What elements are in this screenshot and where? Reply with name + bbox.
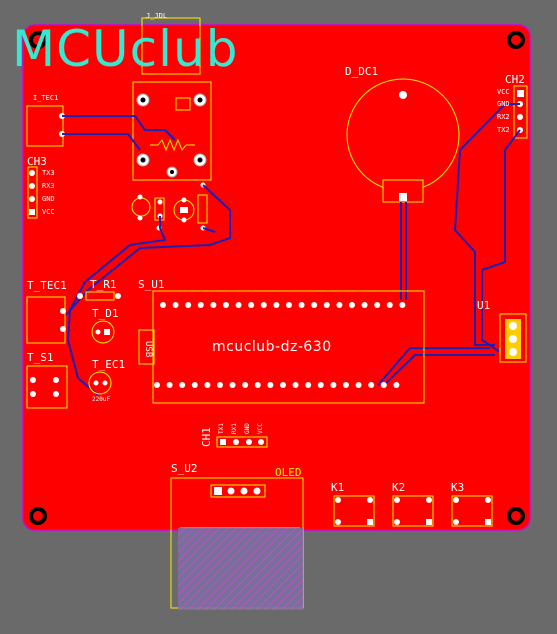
label-k1: K1 (331, 481, 345, 494)
label-t-ec1: T_EC1 (92, 358, 126, 371)
mcu-pin-top (260, 302, 267, 308)
connector-t-tec1 (26, 296, 66, 344)
mcu-module-s-u1 (138, 290, 425, 404)
mcu-pin-bottom (343, 382, 349, 388)
label-oled: OLED (275, 466, 302, 479)
mcu-pin-top (185, 302, 192, 308)
ch3-pin-1: TX3 (42, 169, 55, 177)
mcu-pin-top (311, 302, 318, 308)
label-ch3: CH3 (27, 155, 47, 168)
ch2-pin-4: TX2 (497, 126, 510, 134)
header-ch3 (27, 166, 38, 219)
switch-t-s1 (26, 365, 68, 409)
label-s-u1: S_U1 (138, 278, 165, 291)
header-ch1 (216, 436, 268, 448)
mcu-pin-top (160, 302, 166, 308)
label-i-tec1: I_TEC1 (33, 94, 59, 102)
mcu-pin-bottom (217, 382, 223, 388)
label-t-r1: T_R1 (90, 278, 117, 291)
ch1-pin-2: RX1 (231, 423, 238, 434)
ch3-pin-3: GND (42, 195, 55, 203)
ch3-pin-4: VCC (42, 208, 55, 216)
buttons-k (333, 495, 493, 527)
mcu-pin-bottom (280, 382, 286, 388)
buzzer-d-dc1 (346, 78, 460, 203)
ch3-pin-2: RX3 (42, 182, 55, 190)
label-ch1: CH1 (200, 427, 213, 447)
mcu-pin-bottom (191, 382, 198, 388)
mcu-pin-bottom (317, 382, 324, 388)
mcu-pin-bottom (380, 382, 387, 388)
traces (62, 103, 521, 396)
mcu-pin-top (210, 302, 217, 308)
mcu-pin-bottom (254, 382, 261, 388)
mcu-pin-top (286, 302, 292, 308)
label-t-tec1: T_TEC1 (27, 279, 67, 292)
diode-t-d1 (91, 320, 115, 344)
mcu-pin-top (386, 302, 393, 308)
label-usb: USB (143, 341, 153, 358)
mcu-pin-bottom (368, 382, 375, 388)
oled-s-u2 (170, 477, 304, 610)
mcu-pin-top (361, 302, 368, 308)
label-s-u2: S_U2 (171, 462, 198, 475)
mcu-pin-bottom (305, 382, 312, 388)
mcu-pin-top (399, 302, 406, 308)
ch2-pin-3: RX2 (497, 113, 510, 121)
label-t-s1: T_S1 (27, 351, 54, 364)
mcu-pin-top (197, 302, 204, 308)
mcu-pin-bottom (166, 382, 173, 388)
mcu-pin-top (298, 302, 305, 308)
brand-logo: MCUclub (12, 20, 239, 78)
label-d-dc1: D_DC1 (345, 65, 379, 78)
mcu-pin-bottom (242, 382, 249, 388)
label-cap-value: 220uF (92, 396, 111, 403)
ch1-pin-4: VCC (257, 423, 264, 434)
ch1-pin-3: GND (244, 423, 251, 434)
label-ch2: CH2 (505, 73, 525, 86)
mcu-pin-bottom (179, 382, 186, 388)
label-k2: K2 (392, 481, 406, 494)
board-title: mcuclub-dz-630 (212, 339, 332, 355)
mcu-pin-top (374, 302, 381, 308)
label-u1: U1 (477, 299, 491, 312)
mcu-pin-top (336, 302, 343, 308)
mcu-pin-top (235, 302, 242, 308)
mcu-pin-bottom (355, 382, 362, 388)
mcu-pin-bottom (229, 382, 236, 388)
mcu-pin-top (248, 302, 255, 308)
mcu-pin-top (223, 302, 229, 308)
label-k3: K3 (451, 481, 465, 494)
mcu-pin-top (349, 302, 355, 308)
mcu-pin-bottom (330, 382, 337, 388)
mcu-pin-top (273, 302, 280, 308)
mcu-pin-bottom (154, 382, 160, 388)
ch2-pin-2: GND (497, 100, 510, 108)
mcu-pin-bottom (267, 382, 274, 388)
mcu-pin-top (323, 302, 330, 308)
label-j-jdl: J_JDL (146, 12, 168, 20)
mcu-pin-bottom (292, 382, 299, 388)
mounting-holes (29, 31, 525, 525)
resistor-t-r1 (77, 291, 121, 301)
mcu-pin-bottom (393, 382, 400, 388)
ch1-pin-1: TX1 (218, 423, 225, 434)
regulator-u1 (499, 313, 527, 363)
mcu-pin-bottom (204, 382, 211, 388)
capacitor-t-ec1 (88, 371, 112, 395)
relay-jdl (132, 17, 212, 181)
mcu-pin-top (172, 302, 179, 308)
ch2-pin-1: VCC (497, 88, 510, 96)
label-t-d1: T_D1 (92, 307, 119, 320)
